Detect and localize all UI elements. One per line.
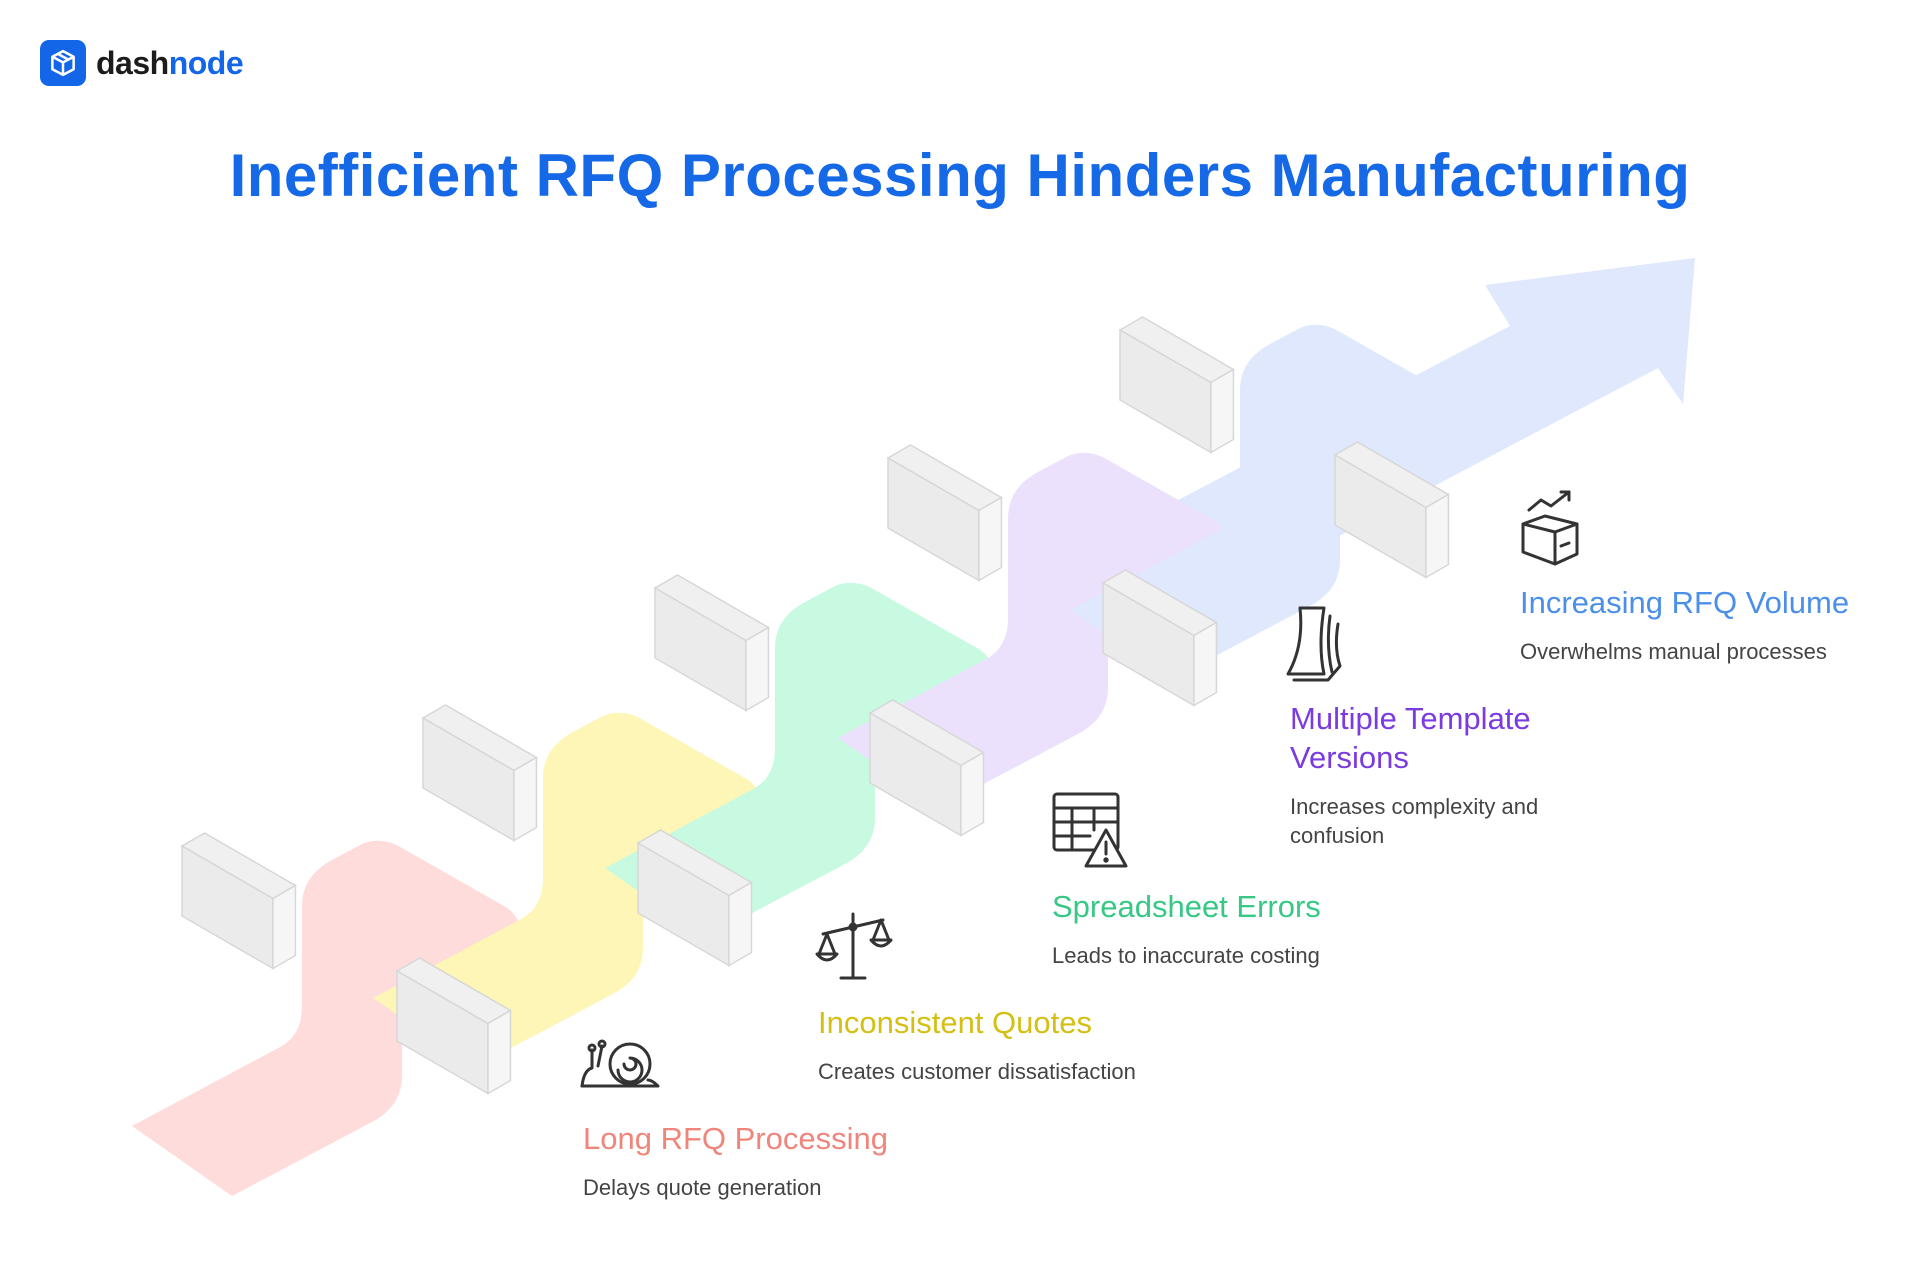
step-label: Spreadsheet Errors [1052, 889, 1321, 924]
ribbon-step-5 [1070, 324, 1460, 680]
step-description: Delays quote generation [583, 1174, 822, 1200]
scales-icon [815, 908, 895, 989]
brand-name-part1: dash [96, 45, 169, 81]
barrier-back-5 [1118, 316, 1235, 454]
barrier-front-2 [636, 829, 753, 967]
step-multiple-template-versions: Multiple Template Versions Increases com… [1290, 700, 1610, 851]
step-long-rfq-processing: Long RFQ Processing Delays quote generat… [583, 1120, 983, 1202]
barrier-front-1 [395, 957, 512, 1095]
barrier-front-5 [1333, 441, 1450, 579]
step-description: Overwhelms manual processes [1520, 638, 1827, 664]
ribbon-step-1 [132, 840, 522, 1196]
barrier-back-3 [653, 574, 770, 712]
step-increasing-rfq-volume: Increasing RFQ Volume Overwhelms manual … [1520, 584, 1900, 666]
documents-icon [1280, 602, 1352, 691]
ribbon-step-4 [838, 452, 1228, 808]
step-inconsistent-quotes: Inconsistent Quotes Creates customer dis… [818, 1004, 1218, 1086]
step-label: Inconsistent Quotes [818, 1005, 1092, 1040]
step-description: Leads to inaccurate costing [1052, 942, 1320, 968]
barrier-back-4 [886, 444, 1003, 582]
step-spreadsheet-errors: Spreadsheet Errors Leads to inaccurate c… [1052, 888, 1452, 970]
box-growth-icon [1515, 488, 1585, 573]
step-label: Multiple Template Versions [1290, 701, 1531, 775]
barrier-back-2 [421, 704, 538, 842]
brand-name: dashnode [96, 45, 244, 81]
ribbon-step-2 [373, 712, 763, 1068]
step-label: Long RFQ Processing [583, 1121, 888, 1156]
step-label: Increasing RFQ Volume [1520, 585, 1850, 620]
ribbon-step-3 [605, 582, 995, 938]
page-title: Inefficient RFQ Processing Hinders Manuf… [229, 142, 1691, 209]
brand-logo: dashnode [40, 40, 244, 86]
barrier-back-1 [180, 832, 297, 970]
cube-icon [40, 40, 86, 86]
brand-name-part2: node [168, 45, 244, 81]
snail-icon [578, 1030, 662, 1099]
step-description: Creates customer dissatisfaction [818, 1058, 1136, 1084]
barrier-front-3 [868, 699, 985, 837]
step-description: Increases complexity and confusion [1290, 793, 1539, 849]
barrier-front-4 [1101, 569, 1218, 707]
spreadsheet-warning-icon [1050, 790, 1130, 875]
